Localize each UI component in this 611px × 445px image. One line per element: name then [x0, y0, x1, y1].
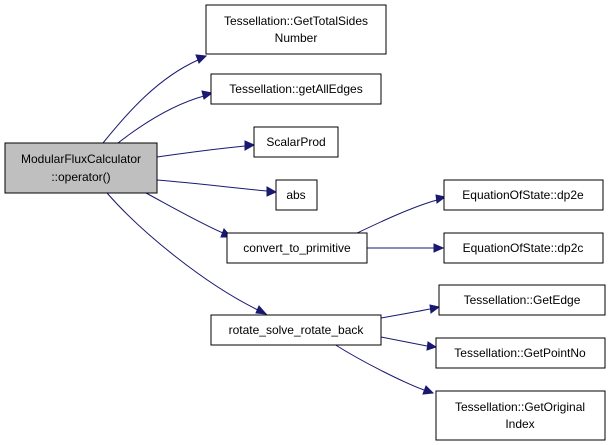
node-label-line1: Tessellation::GetTotalSides — [224, 14, 368, 28]
node-get-total-sides-number[interactable]: Tessellation::GetTotalSides Number — [205, 4, 387, 55]
node-label-line2: Number — [275, 31, 318, 45]
nodes: ModularFluxCalculator ::operator() Tesse… — [4, 4, 606, 441]
edge-convert-to-dp2e — [352, 194, 447, 236]
node-box — [205, 4, 387, 55]
node-abs[interactable]: abs — [275, 179, 318, 211]
node-rotate-solve-rotate-back[interactable]: rotate_solve_rotate_back — [210, 314, 382, 346]
node-box — [210, 73, 382, 105]
edge-rotate-to-get-point-no — [380, 336, 438, 351]
edge-root-to-abs — [156, 179, 278, 197]
edge-root-to-get-total-sides-number — [102, 54, 208, 144]
node-box — [226, 232, 368, 264]
node-box — [435, 337, 606, 369]
node-label: Tessellation::getAllEdges — [229, 82, 362, 96]
node-label: ScalarProd — [266, 135, 325, 149]
node-label-line1: Tessellation::GetOriginal — [455, 400, 585, 414]
node-get-original-index[interactable]: Tessellation::GetOriginal Index — [435, 390, 606, 441]
edge-convert-to-dp2c — [367, 243, 445, 253]
node-label: abs — [286, 188, 305, 202]
node-label: Tessellation::GetPointNo — [454, 346, 586, 360]
node-scalar-prod[interactable]: ScalarProd — [253, 126, 339, 158]
node-get-edge[interactable]: Tessellation::GetEdge — [438, 284, 606, 316]
edge-root-to-convert-to-primitive — [145, 192, 233, 238]
node-label: convert_to_primitive — [243, 241, 351, 255]
node-label: Tessellation::GetEdge — [464, 293, 581, 307]
node-label-line2: Index — [505, 417, 534, 431]
node-box — [4, 142, 158, 194]
node-label-line1: ModularFluxCalculator — [21, 152, 141, 166]
node-label-line2: ::operator() — [51, 170, 110, 184]
node-box — [443, 179, 604, 211]
node-get-point-no[interactable]: Tessellation::GetPointNo — [435, 337, 606, 369]
edge-root-to-scalar-prod — [156, 140, 256, 158]
edge-root-to-get-all-edges — [117, 90, 214, 144]
node-equation-of-state-dp2e[interactable]: EquationOfState::dp2e — [443, 179, 604, 211]
edges — [102, 54, 447, 395]
node-box — [443, 232, 604, 264]
node-label: EquationOfState::dp2e — [462, 188, 584, 202]
edge-root-to-rotate-solve-rotate-back — [106, 192, 268, 315]
node-get-all-edges[interactable]: Tessellation::getAllEdges — [210, 73, 382, 105]
node-box — [438, 284, 606, 316]
node-label: rotate_solve_rotate_back — [229, 323, 365, 337]
node-modular-flux-calculator-operator[interactable]: ModularFluxCalculator ::operator() — [4, 142, 158, 194]
node-box — [210, 314, 382, 346]
node-box — [275, 179, 318, 211]
edge-rotate-to-get-original-index — [333, 343, 435, 395]
node-label: EquationOfState::dp2c — [463, 241, 584, 255]
node-box — [435, 390, 606, 441]
edge-rotate-to-get-edge — [380, 304, 441, 319]
node-box — [253, 126, 339, 158]
node-convert-to-primitive[interactable]: convert_to_primitive — [226, 232, 368, 264]
node-equation-of-state-dp2c[interactable]: EquationOfState::dp2c — [443, 232, 604, 264]
